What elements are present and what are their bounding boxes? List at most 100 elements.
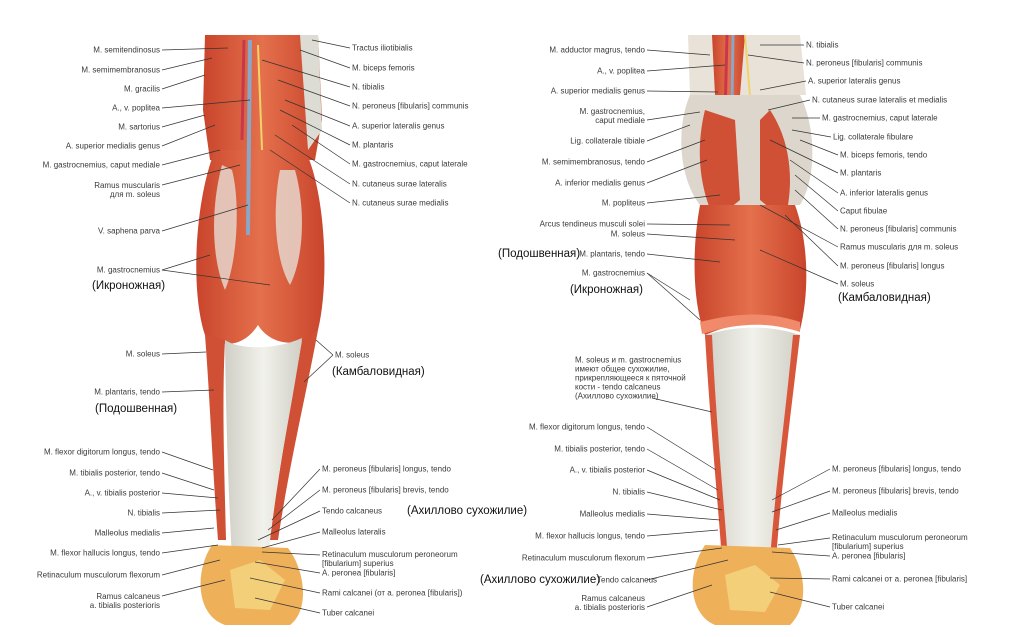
tendo-calcaneus bbox=[225, 338, 302, 560]
leader-line bbox=[646, 584, 713, 608]
label-left-figure-10: M. soleus bbox=[125, 349, 160, 359]
leader-line bbox=[271, 468, 321, 521]
leader-line bbox=[261, 551, 321, 556]
leader-line bbox=[759, 249, 839, 285]
leader-line bbox=[646, 491, 723, 511]
label-right-figure-right-14: M. peroneus [fibularis] longus, tendo bbox=[832, 464, 961, 474]
leader-line bbox=[161, 114, 206, 128]
leader-line bbox=[771, 551, 831, 557]
leader-line bbox=[646, 49, 711, 56]
gastrocnemius-heads bbox=[699, 110, 790, 220]
label-right-figure-4: Lig. collaterale tibiale bbox=[570, 136, 645, 146]
russian-label-achilles-right: (Ахиллово сухожилие) bbox=[480, 574, 601, 586]
leader-line bbox=[646, 253, 721, 263]
leader-line bbox=[254, 597, 321, 614]
label-right-figure-right-9: Caput fibulae bbox=[840, 206, 888, 216]
label-right-figure-0: M. adductor magrus, tendo bbox=[549, 45, 645, 55]
label-right-figure-20: Tendo calcaneus bbox=[597, 575, 658, 585]
leader-line bbox=[269, 149, 351, 204]
leader-line bbox=[161, 389, 215, 393]
label-right-figure-right-4: M. gastrocnemius, caput laterale bbox=[822, 113, 938, 123]
label-right-figure-3: M. gastrocnemius,caput mediale bbox=[579, 107, 645, 125]
label-right-figure-19: Retinaculum musculorum flexorum bbox=[521, 553, 645, 563]
label-right-figure-right-2: A. superior lateralis genus bbox=[808, 76, 901, 86]
russian-label-gastrocnemius-right: (Икроножная) bbox=[569, 284, 643, 296]
label-right-figure-9: M. soleus bbox=[610, 229, 645, 239]
label-left-figure-1: M. semimembranosus bbox=[81, 65, 160, 75]
label-left-figure-right-17: Tuber calcanei bbox=[322, 608, 375, 618]
leader-line bbox=[161, 559, 221, 576]
leader-line bbox=[646, 469, 721, 501]
deep-tendons bbox=[705, 335, 800, 560]
label-right-figure-16: N. tibialis bbox=[612, 487, 645, 497]
leader-line bbox=[794, 174, 839, 212]
label-right-figure-6: A. inferior medialis genus bbox=[555, 178, 645, 188]
leader-line bbox=[161, 149, 221, 166]
leader-line bbox=[646, 124, 691, 142]
leader-line bbox=[646, 223, 731, 226]
label-left-figure-5: A. superior medialis genus bbox=[65, 141, 160, 151]
label-right-figure-right-16: Malleolus medialis bbox=[832, 508, 898, 518]
label-left-figure-9: M. gastrocnemius bbox=[96, 265, 160, 275]
leader-line bbox=[161, 509, 221, 514]
leader-line bbox=[646, 547, 723, 559]
leader-line bbox=[161, 164, 241, 186]
label-left-figure-right-8: N. cutaneus surae medialis bbox=[352, 198, 449, 208]
left-leg-posterior-superficial bbox=[196, 35, 325, 625]
leader-line bbox=[771, 490, 831, 513]
leader-line bbox=[646, 529, 719, 537]
label-left-figure-11: M. plantaris, tendo bbox=[94, 387, 160, 397]
label-left-figure-right-5: M. plantaris bbox=[352, 140, 394, 150]
leader-line bbox=[161, 492, 219, 499]
leader-line bbox=[646, 426, 717, 471]
tractus-iliotibialis bbox=[300, 35, 322, 150]
label-left-figure-right-16: Rami calcanei (от a. peronea [fibularis]… bbox=[322, 588, 463, 598]
right-leg-posterior-deep bbox=[681, 34, 813, 625]
label-right-figure-right-10: N. peroneus [fibularis] communis bbox=[840, 224, 957, 234]
soleus-left bbox=[205, 335, 226, 540]
leader-line bbox=[769, 591, 831, 608]
label-right-figure-right-12: M. peroneus [fibularis] longus bbox=[840, 261, 945, 271]
leader-line bbox=[789, 159, 839, 194]
label-left-figure-right-7: N. cutaneus surae lateralis bbox=[352, 179, 447, 189]
leader-line bbox=[161, 124, 216, 147]
label-right-figure-5: M. semimembranosus, tendo bbox=[541, 157, 645, 167]
label-right-figure-right-6: M. biceps femoris, tendo bbox=[840, 150, 928, 160]
label-left-figure-3: A., v. poplitea bbox=[112, 103, 160, 113]
label-right-figure-13: M. flexor digitorum longus, tendo bbox=[528, 422, 645, 432]
leader-line bbox=[161, 351, 207, 355]
label-left-figure-right-13: Malleolus lateralis bbox=[322, 527, 386, 537]
label-right-figure-right-1: N. peroneus [fibularis] communis bbox=[806, 58, 923, 68]
label-right-figure-right-15: M. peroneus [fibularis] brevis, tendo bbox=[832, 486, 959, 496]
leader-line bbox=[759, 204, 839, 248]
label-right-figure-right-8: A. inferior lateralis genus bbox=[840, 188, 929, 198]
leader-line bbox=[267, 489, 321, 531]
leader-line bbox=[646, 64, 726, 72]
leader-line bbox=[254, 561, 321, 574]
leader-line bbox=[775, 512, 831, 531]
label-left-figure-14: A., v. tibialis posterior bbox=[84, 488, 160, 498]
leader-line bbox=[161, 269, 271, 286]
label-right-figure-right-7: M. plantaris bbox=[840, 168, 882, 178]
leader-line bbox=[257, 510, 321, 541]
label-right-figure-right-20: Tuber calcanei bbox=[832, 602, 885, 612]
label-right-figure-right-13: M. soleus bbox=[840, 279, 875, 289]
label-right-figure-8: Arcus tendineus musculi solei bbox=[539, 219, 645, 229]
leader-line bbox=[646, 559, 729, 581]
label-left-figure-right-12: Tendo calcaneus bbox=[322, 506, 383, 516]
leader-line bbox=[299, 49, 351, 69]
label-right-figure-14: M. tibialis posterior, tendo bbox=[554, 444, 645, 454]
label-left-figure-right-3: N. peroneus [fibularis] communis bbox=[352, 101, 469, 111]
label-left-figure-2: M. gracilis bbox=[123, 84, 160, 94]
russian-label-gastrocnemius-left: (Икроножная) bbox=[92, 280, 166, 292]
leader-line bbox=[794, 189, 839, 230]
label-left-figure-0: M. semitendinosus bbox=[93, 45, 160, 55]
leader-line bbox=[261, 531, 321, 549]
russian-label-plantaris-left: (Подошвенная) bbox=[95, 403, 178, 415]
label-right-figure-2: A. superior medialis genus bbox=[550, 86, 645, 96]
leader-line bbox=[646, 272, 691, 301]
